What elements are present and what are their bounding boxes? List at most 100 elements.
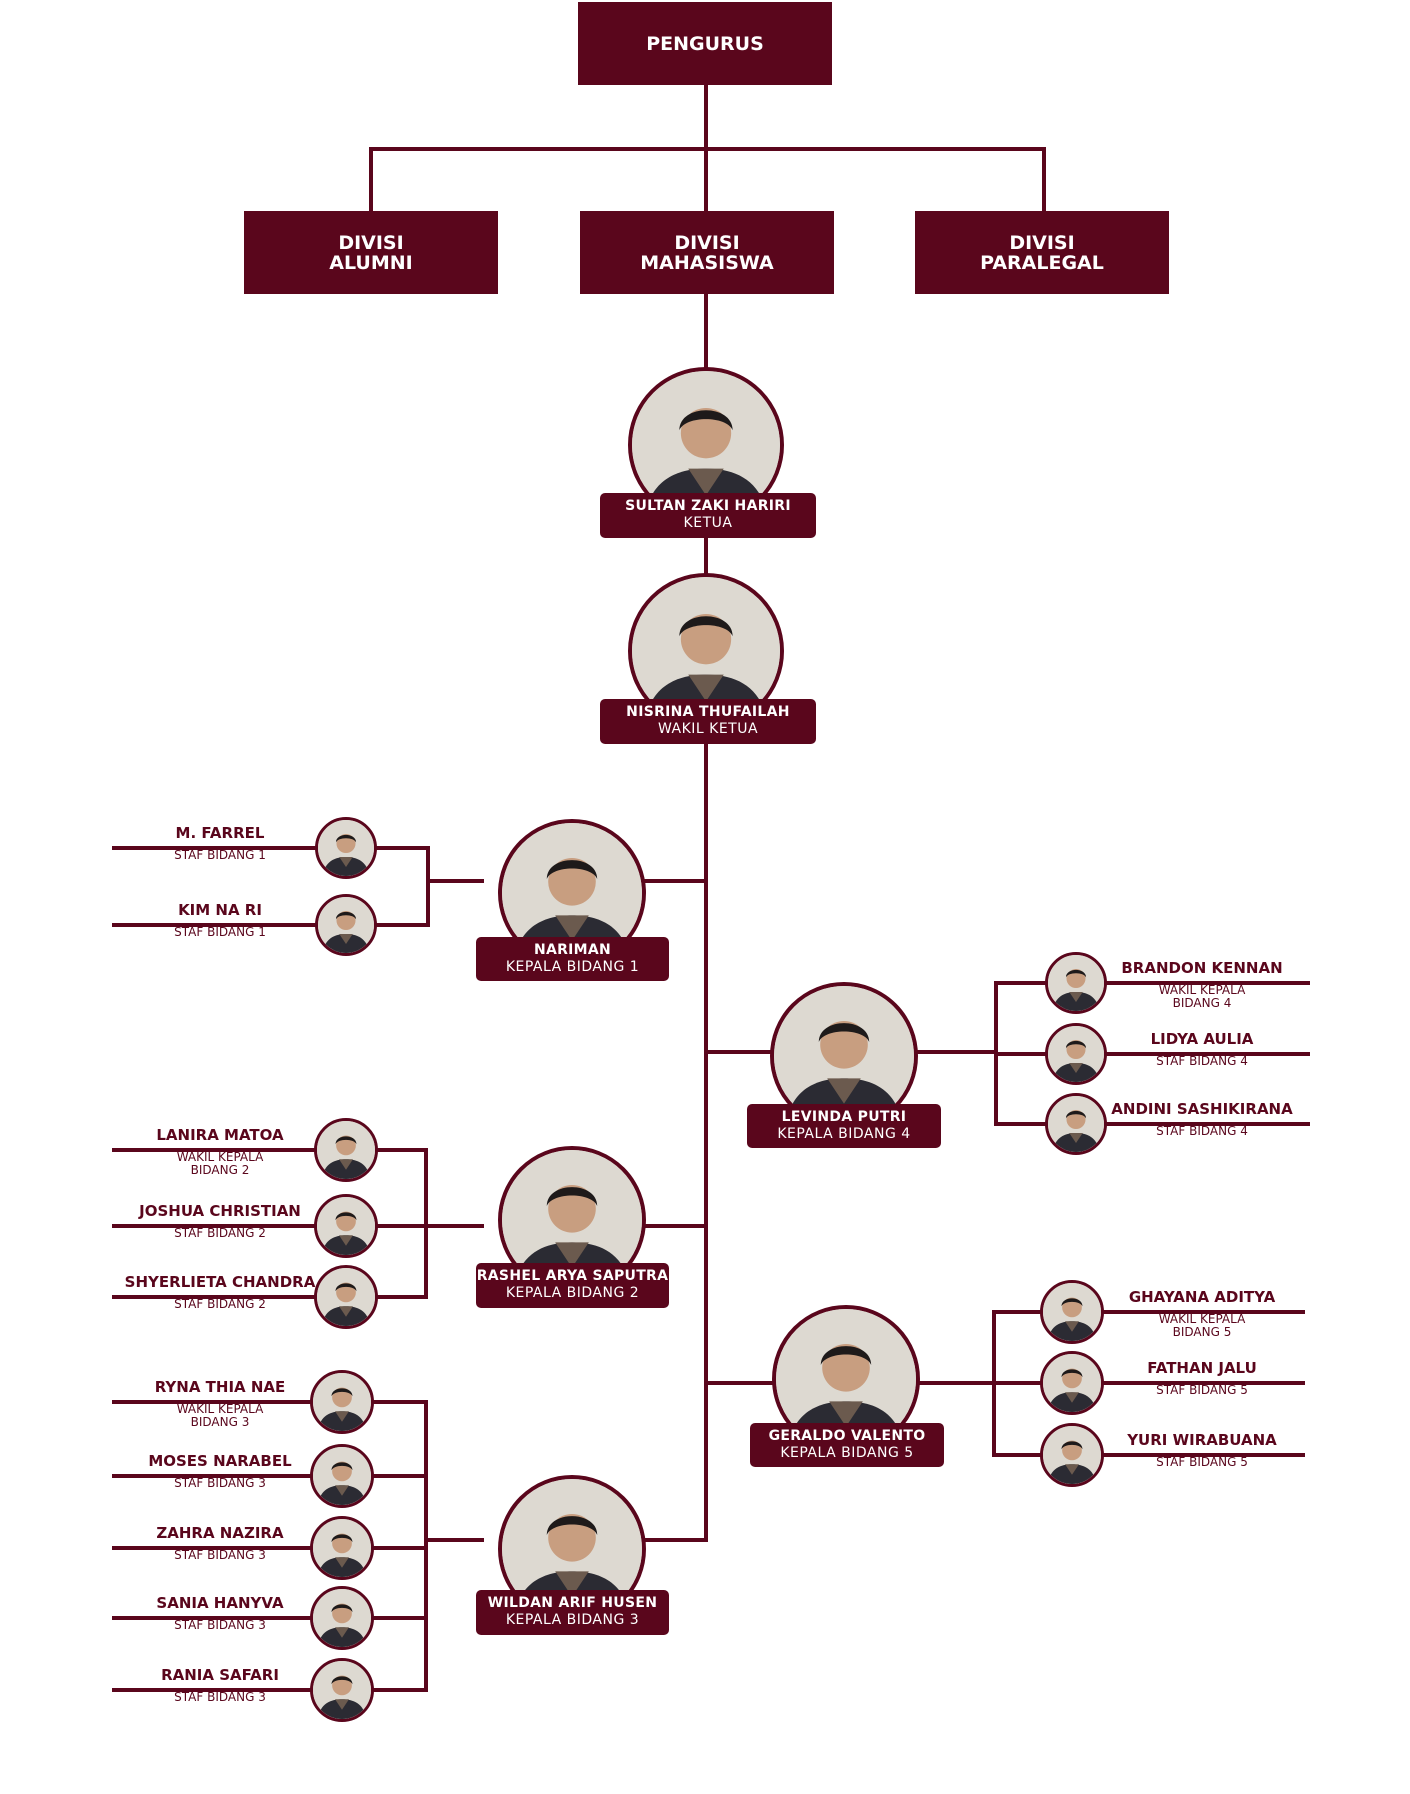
division-label-line1: DIVISI xyxy=(338,231,404,254)
staff-photo xyxy=(314,1265,378,1329)
staff-role: STAF BIDANG 1 xyxy=(174,848,266,862)
person-icon xyxy=(317,1121,375,1179)
person-icon xyxy=(1043,1283,1101,1341)
person-icon xyxy=(313,1661,371,1719)
person-name: NARIMAN xyxy=(533,942,612,958)
staff-name: SANIA HANYVA xyxy=(156,1594,284,1612)
division-label-line2: PARALEGAL xyxy=(980,251,1104,274)
staff-photo xyxy=(314,1118,378,1182)
staff-photo xyxy=(1040,1280,1104,1344)
person-icon xyxy=(1048,1096,1104,1152)
division-label-line2: ALUMNI xyxy=(329,251,413,274)
staff-name: GHAYANA ADITYA xyxy=(1128,1288,1276,1306)
staff-name: JOSHUA CHRISTIAN xyxy=(139,1202,301,1220)
staff-role: STAF BIDANG 4 xyxy=(1156,1124,1248,1138)
person-role: KEPALA BIDANG 2 xyxy=(505,1285,640,1301)
person-role: KEPALA BIDANG 4 xyxy=(777,1126,911,1142)
staff-role: STAF BIDANG 1 xyxy=(174,925,266,939)
staff-photo xyxy=(310,1370,374,1434)
person-name: LEVINDA PUTRI xyxy=(781,1109,907,1125)
staff-photo xyxy=(1045,952,1107,1014)
staff-role: STAF BIDANG 3 xyxy=(174,1476,266,1490)
staff-role: STAF BIDANG 3 xyxy=(174,1690,266,1704)
person-icon xyxy=(313,1373,371,1431)
staff-label: MOSES NARABEL STAF BIDANG 3 xyxy=(100,1452,340,1490)
person-name: SULTAN ZAKI HARIRI xyxy=(625,498,791,514)
person-icon xyxy=(318,897,374,953)
staff-label: LANIRA MATOA WAKIL KEPALA BIDANG 2 xyxy=(100,1126,340,1177)
staff-name: MOSES NARABEL xyxy=(148,1452,292,1470)
person-name: GERALDO VALENTO xyxy=(768,1428,926,1444)
staff-photo xyxy=(1045,1023,1107,1085)
person-icon xyxy=(317,1268,375,1326)
staff-role: WAKIL KEPALA BIDANG 3 xyxy=(176,1402,264,1429)
staff-role: WAKIL KEPALA BIDANG 2 xyxy=(176,1150,264,1177)
staff-name: LANIRA MATOA xyxy=(156,1126,284,1144)
staff-name: RYNA THIA NAE xyxy=(154,1378,286,1396)
person-name: WILDAN ARIF HUSEN xyxy=(487,1595,658,1611)
person-icon xyxy=(318,820,374,876)
staff-photo xyxy=(315,894,377,956)
staff-role: STAF BIDANG 3 xyxy=(174,1618,266,1632)
person-role: KEPALA BIDANG 3 xyxy=(505,1612,640,1628)
staff-name: LIDYA AULIA xyxy=(1150,1030,1254,1048)
person-role: WAKIL KETUA xyxy=(657,721,759,737)
staff-label: FATHAN JALU STAF BIDANG 5 xyxy=(1092,1359,1312,1397)
person-name: NISRINA THUFAILAH xyxy=(626,704,790,720)
staff-name: KIM NA RI xyxy=(178,901,262,919)
person-icon xyxy=(1048,955,1104,1011)
staff-name: SHYERLIETA CHANDRA xyxy=(124,1273,316,1291)
person-role: KEPALA BIDANG 1 xyxy=(505,959,640,975)
person-icon xyxy=(313,1519,371,1577)
person-icon xyxy=(313,1447,371,1505)
staff-label: KIM NA RI STAF BIDANG 1 xyxy=(100,901,340,939)
staff-label: GHAYANA ADITYA WAKIL KEPALA BIDANG 5 xyxy=(1092,1288,1312,1339)
pengurus-box: PENGURUS xyxy=(578,2,832,85)
person-icon xyxy=(1048,1026,1104,1082)
staff-name: ANDINI SASHIKIRANA xyxy=(1111,1100,1293,1118)
staff-photo xyxy=(315,817,377,879)
staff-photo xyxy=(310,1586,374,1650)
staff-name: RANIA SAFARI xyxy=(161,1666,279,1684)
staff-photo xyxy=(310,1658,374,1722)
division-label-line1: DIVISI xyxy=(674,231,740,254)
division-label-line2: MAHASISWA xyxy=(640,251,774,274)
staff-name: ZAHRA NAZIRA xyxy=(156,1524,284,1542)
staff-photo xyxy=(310,1444,374,1508)
staff-role: WAKIL KEPALA BIDANG 5 xyxy=(1158,1312,1246,1339)
staff-name: FATHAN JALU xyxy=(1147,1359,1257,1377)
person-icon xyxy=(1043,1426,1101,1484)
staff-label: RYNA THIA NAE WAKIL KEPALA BIDANG 3 xyxy=(100,1378,340,1429)
staff-role: STAF BIDANG 5 xyxy=(1156,1383,1248,1397)
staff-photo xyxy=(310,1516,374,1580)
staff-photo xyxy=(314,1194,378,1258)
person-role: KETUA xyxy=(683,515,733,531)
staff-name: YURI WIRABUANA xyxy=(1127,1431,1277,1449)
person-role: KEPALA BIDANG 5 xyxy=(780,1445,914,1461)
staff-role: STAF BIDANG 5 xyxy=(1156,1455,1248,1469)
staff-role: STAF BIDANG 4 xyxy=(1156,1054,1248,1068)
staff-label: SANIA HANYVA STAF BIDANG 3 xyxy=(100,1594,340,1632)
staff-role: WAKIL KEPALA BIDANG 4 xyxy=(1158,983,1246,1010)
staff-label: YURI WIRABUANA STAF BIDANG 5 xyxy=(1092,1431,1312,1469)
person-icon xyxy=(1043,1354,1101,1412)
staff-label: ANDINI SASHIKIRANA STAF BIDANG 4 xyxy=(1092,1100,1312,1138)
staff-label: RANIA SAFARI STAF BIDANG 3 xyxy=(100,1666,340,1704)
staff-label: LIDYA AULIA STAF BIDANG 4 xyxy=(1092,1030,1312,1068)
